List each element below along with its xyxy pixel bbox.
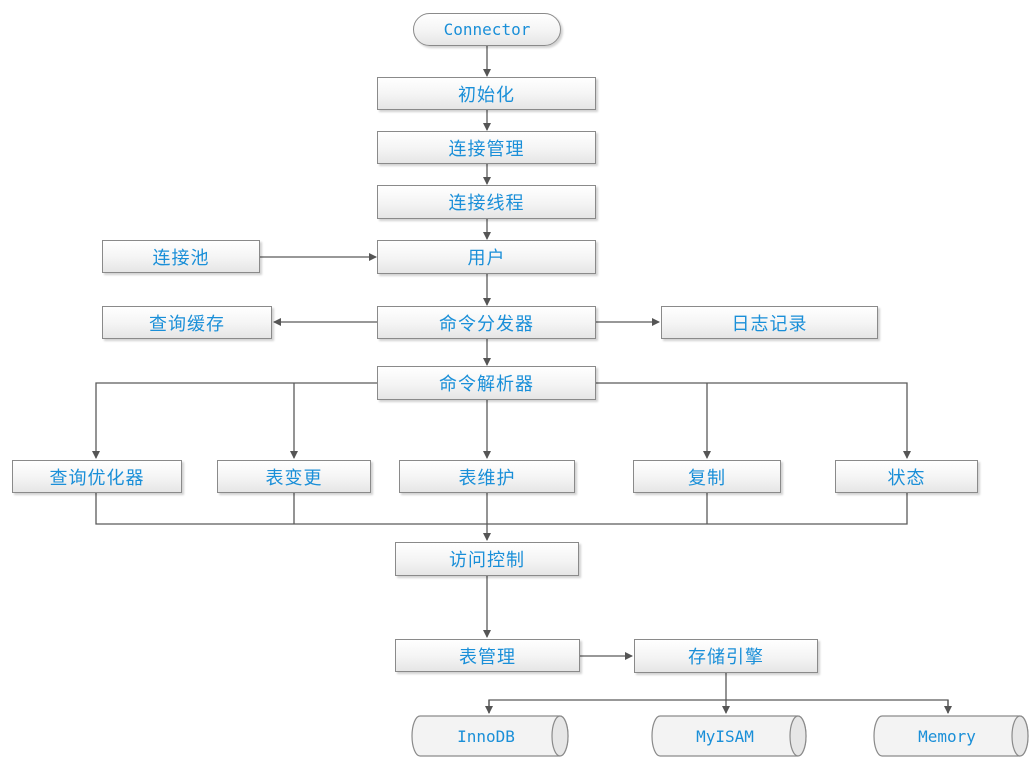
node-command-dispatcher: 命令分发器 xyxy=(377,306,596,339)
node-query-optimizer: 查询优化器 xyxy=(12,460,182,493)
node-logging: 日志记录 xyxy=(661,306,878,339)
node-query-cache: 查询缓存 xyxy=(102,306,272,339)
node-connection-thread: 连接线程 xyxy=(377,185,596,219)
cylinder-innodb xyxy=(411,715,569,757)
engine-memory: Memory xyxy=(918,726,976,746)
node-connection-management: 连接管理 xyxy=(377,131,596,164)
node-connection-pool: 连接池 xyxy=(102,240,260,273)
engine-myisam: MyISAM xyxy=(696,726,754,746)
node-user: 用户 xyxy=(377,240,596,274)
node-command-parser: 命令解析器 xyxy=(377,366,596,400)
arrow-parser-optimizer xyxy=(92,382,377,459)
arrow-parser-status xyxy=(596,382,911,459)
cylinder-memory xyxy=(873,715,1029,757)
node-status: 状态 xyxy=(835,460,978,493)
node-storage-engine: 存储引擎 xyxy=(634,639,818,673)
node-connector: Connector xyxy=(413,13,561,46)
node-access-control: 访问控制 xyxy=(395,542,579,576)
cylinder-myisam xyxy=(651,715,807,757)
merge-line xyxy=(95,493,908,525)
node-table-management: 表管理 xyxy=(395,639,580,672)
node-init: 初始化 xyxy=(377,77,596,110)
node-table-maintenance: 表维护 xyxy=(399,460,575,493)
node-replication: 复制 xyxy=(633,460,781,493)
node-table-alter: 表变更 xyxy=(217,460,371,493)
engine-innodb: InnoDB xyxy=(457,726,515,746)
engine-cylinders xyxy=(411,715,1029,757)
engine-fanout-line xyxy=(488,699,949,713)
